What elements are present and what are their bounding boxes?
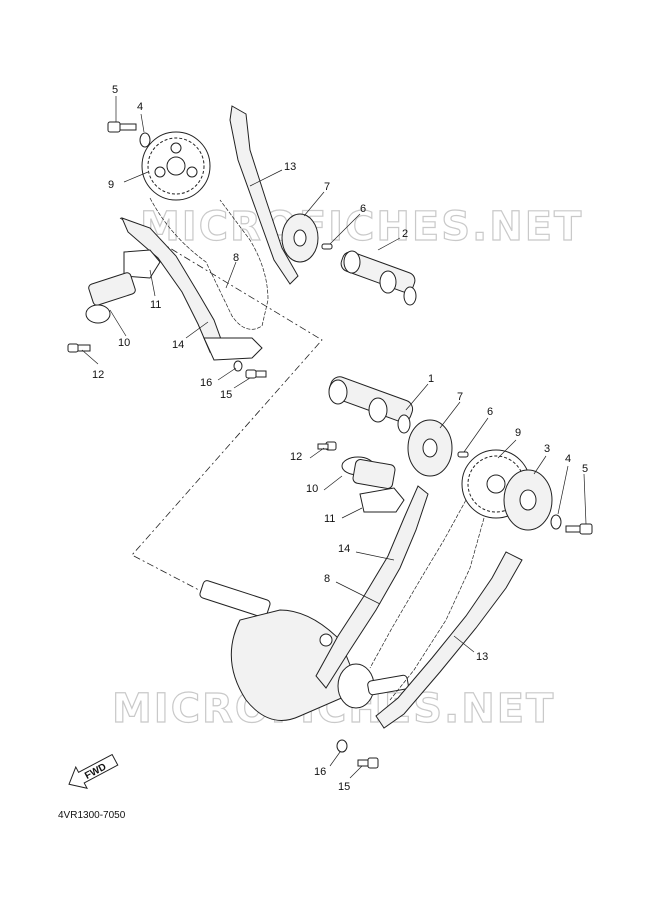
bolt-lower [565,523,593,535]
bolt-tensioner-lower [317,441,337,451]
callout-upper-7: 7 [324,181,330,193]
callout-lower-4: 4 [565,453,571,465]
callout-lower-5: 5 [582,463,588,475]
gasket-upper [123,249,161,279]
leader-lines-upper [81,96,401,389]
callout-upper-13: 13 [284,161,296,173]
chain-guide-lower [375,551,523,729]
cam-plate-upper [281,213,319,263]
camshaft-upper [340,250,417,306]
washer-upper [139,132,151,148]
callout-lower-7: 7 [457,391,463,403]
callout-lower-13: 13 [476,651,488,663]
callout-lower-3: 3 [544,443,550,455]
tensioner-body-upper [85,272,136,324]
leader-lines-lower [309,383,587,779]
bolt-pivot-lower [357,757,379,769]
gasket-lower [359,487,405,513]
lower-assembly: 1 7 6 9 3 4 5 12 10 11 14 8 13 16 15 [199,373,593,793]
tensioner-bracket-upper [203,337,263,361]
callouts-upper: 5 4 9 13 7 6 2 8 11 10 14 12 16 15 [92,84,408,401]
callout-lower-8: 8 [324,573,330,585]
callout-upper-16: 16 [200,377,212,389]
callout-upper-9: 9 [108,179,114,191]
callout-upper-6: 6 [360,203,366,215]
upper-assembly: 5 4 9 13 7 6 2 8 11 10 14 12 16 15 [67,84,417,401]
pin-lower [457,451,469,458]
callouts-lower: 1 7 6 9 3 4 5 12 10 11 14 8 13 16 15 [290,373,588,793]
callout-upper-12: 12 [92,369,104,381]
callout-upper-11: 11 [150,299,161,311]
callout-upper-8: 8 [233,252,239,264]
diagram-code: 4VR1300-7050 [58,810,126,821]
cam-chain-upper [149,197,269,330]
callout-upper-10: 10 [118,337,130,349]
cam-plate-lower [407,419,453,477]
reference-outline [119,217,323,601]
callout-lower-11: 11 [324,513,335,525]
callout-lower-10: 10 [306,483,318,495]
tensioner-body-lower [341,456,396,489]
cam-sprocket-upper [141,131,211,201]
callout-upper-4: 4 [137,101,143,113]
callout-upper-15: 15 [220,389,232,401]
camshaft-lower [328,376,414,434]
fwd-arrow-icon [68,753,119,789]
pin-upper [321,243,333,250]
fwd-direction-indicator: FWD [68,753,119,789]
chain-tensioner-arm-lower [315,485,429,689]
callout-upper-2: 2 [402,228,408,240]
callout-lower-9: 9 [515,427,521,439]
callout-lower-12: 12 [290,451,302,463]
callout-upper-5: 5 [112,84,118,96]
watermark-upper: MICROFICHES.NET [140,204,583,250]
fwd-label: FWD [83,762,108,782]
sprocket-plate-lower [503,469,553,531]
callout-lower-14: 14 [338,543,350,555]
bolt-pivot-upper [245,369,267,379]
washer-pivot-upper [233,360,243,372]
tensioner-pivot-lower [319,633,333,647]
callout-lower-16: 16 [314,766,326,778]
callout-lower-15: 15 [338,781,350,793]
bolt-upper [107,121,137,133]
washer-lower [550,514,562,530]
callout-lower-1: 1 [428,373,434,385]
callout-lower-6: 6 [487,406,493,418]
washer-pivot-lower [336,739,348,753]
callout-upper-14: 14 [172,339,184,351]
chain-guide-upper [229,105,299,285]
bolt-tensioner-upper [67,343,91,353]
cam-chain-lower [369,499,485,701]
